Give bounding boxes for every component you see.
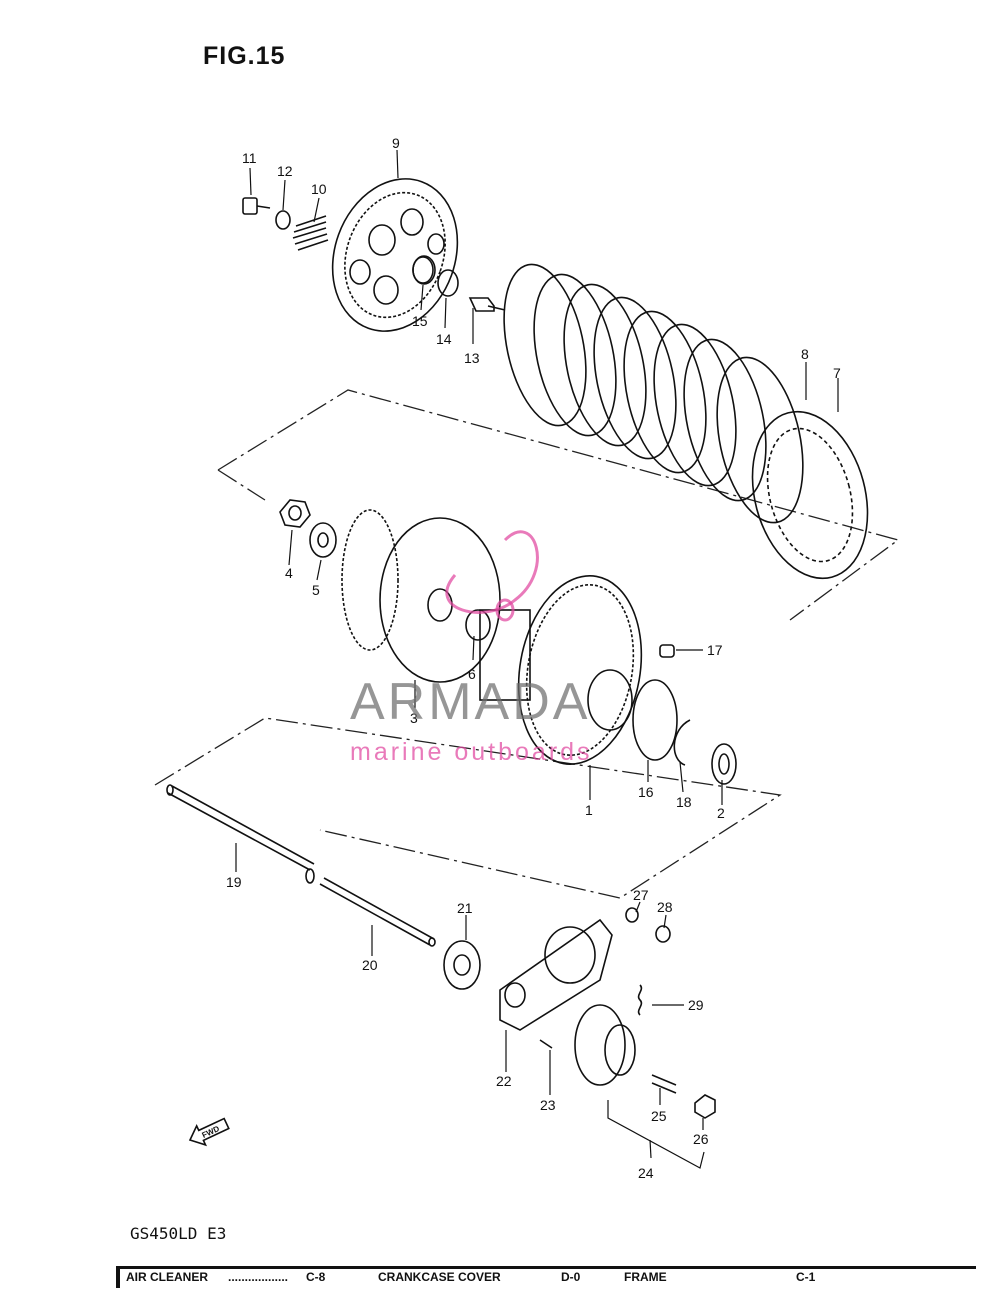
footer-rule <box>116 1266 976 1269</box>
leader-lines <box>235 149 839 1169</box>
part-number: 28 <box>657 899 673 915</box>
release-assembly <box>443 907 716 1119</box>
fwd-arrow: FWD <box>188 1117 230 1147</box>
clutch-sleeve-hub <box>341 509 501 683</box>
pressure-plate <box>331 178 459 332</box>
part-number: 26 <box>693 1131 709 1147</box>
part-number: 1 <box>585 802 593 818</box>
part-number: 16 <box>638 784 654 800</box>
footer-page-air-cleaner: C-8 <box>306 1270 326 1284</box>
part-number: 12 <box>277 163 293 179</box>
part-number: 3 <box>410 710 418 726</box>
part-number: 11 <box>242 150 257 166</box>
part-number: 19 <box>226 874 242 890</box>
part-number-labels: 11 12 10 9 15 14 13 8 7 4 5 6 3 17 1 16 … <box>226 135 841 1181</box>
part-number: 7 <box>833 365 841 381</box>
assembly-outline-lower <box>154 717 782 899</box>
part-number: 29 <box>688 997 704 1013</box>
primary-driven-gear <box>479 575 737 785</box>
watermark-tagline: marine outboards <box>350 738 593 766</box>
part-number: 20 <box>362 957 378 973</box>
part-number: 17 <box>707 642 723 658</box>
figure-title: FIG.15 <box>203 42 286 70</box>
part-number: 13 <box>464 350 480 366</box>
watermark-logo-graphic <box>445 530 539 622</box>
part-number: 14 <box>436 331 452 347</box>
part-number: 23 <box>540 1097 556 1113</box>
part-number: 25 <box>651 1108 667 1124</box>
footer-leader-dots: .................. <box>228 1270 289 1284</box>
part-number: 9 <box>392 135 400 151</box>
part-number: 24 <box>638 1165 654 1181</box>
small-hardware <box>242 197 506 312</box>
assembly-outline-upper <box>217 389 900 621</box>
footer-item-frame: FRAME <box>624 1270 667 1284</box>
footer-page-frame: C-1 <box>796 1270 816 1284</box>
push-rods <box>166 784 436 947</box>
footer-page-crankcase-cover: D-0 <box>561 1270 581 1284</box>
part-number: 21 <box>457 900 473 916</box>
clutch-plate-stack <box>503 263 869 580</box>
part-number: 15 <box>412 313 428 329</box>
part-number: 8 <box>801 346 809 362</box>
part-number: 18 <box>676 794 692 810</box>
part-number: 27 <box>633 887 649 903</box>
part-number: 2 <box>717 805 725 821</box>
part-number: 22 <box>496 1073 512 1089</box>
footer-item-crankcase-cover: CRANKCASE COVER <box>378 1270 501 1284</box>
part-number: 10 <box>311 181 327 197</box>
footer-tick <box>116 1266 120 1288</box>
footer-item-air-cleaner: AIR CLEANER <box>126 1270 209 1284</box>
footer-index-strip: AIR CLEANER .................. C-8 CRANK… <box>116 1266 976 1295</box>
part-number: 5 <box>312 582 320 598</box>
watermark-brand: ARMADA <box>350 673 591 731</box>
part-number: 4 <box>285 565 293 581</box>
part-number: 6 <box>468 666 476 682</box>
model-code: GS450LD E3 <box>130 1224 227 1243</box>
nut-and-washer <box>279 499 337 558</box>
